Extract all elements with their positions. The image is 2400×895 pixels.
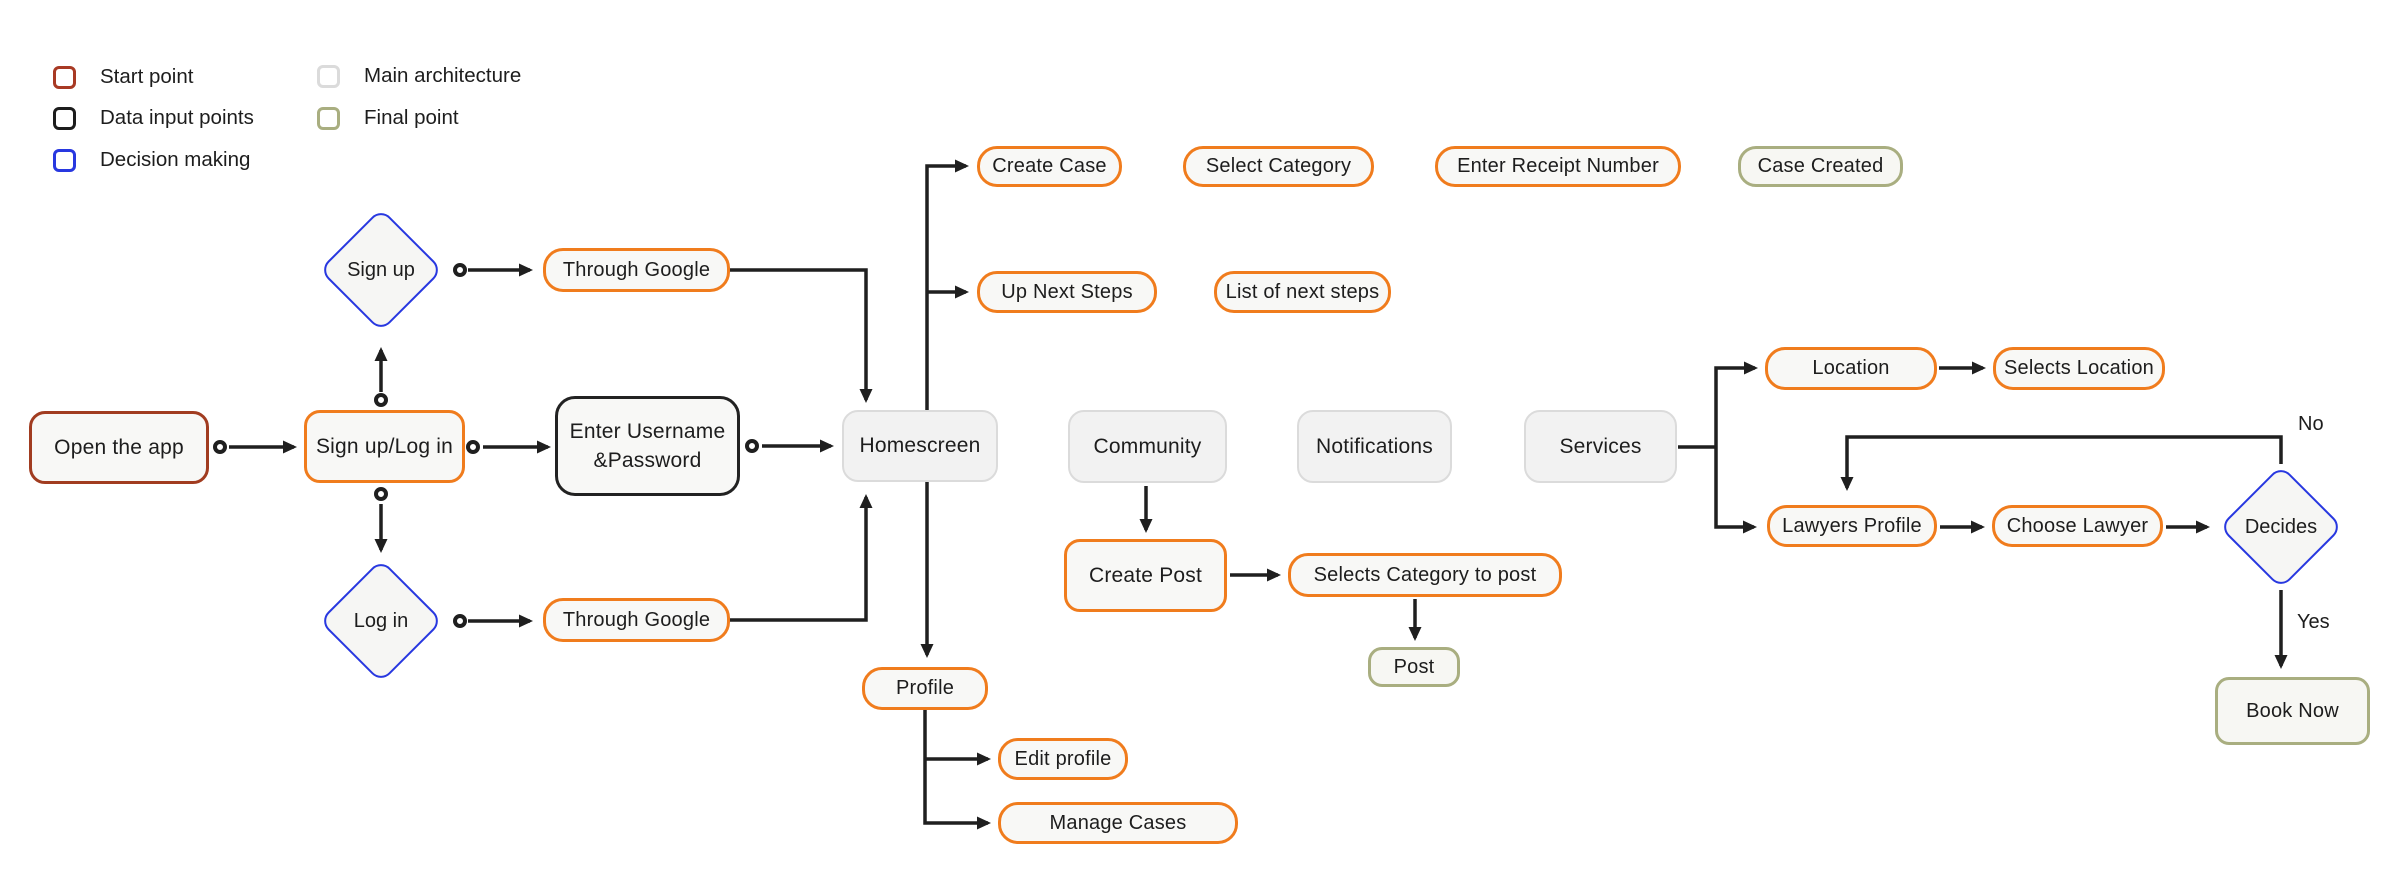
node-label-line1: Enter Username [569,419,726,443]
legend-item-final-point: Final point [317,106,459,130]
node-case-created: Case Created [1738,146,1903,187]
node-label: Through Google [562,608,711,631]
node-label: Choose Lawyer [2006,514,2149,537]
connector-dot [374,393,388,407]
node-label: Notifications [1316,434,1433,458]
node-selects-category-to-post: Selects Category to post [1288,553,1562,597]
node-label: Edit profile [1014,747,1112,770]
node-open-the-app: Open the app [29,411,209,484]
node-select-category: Select Category [1183,146,1374,187]
node-label: Homescreen [859,434,981,457]
node-post: Post [1368,647,1460,687]
final-point-swatch [317,106,340,130]
start-point-swatch [53,65,76,89]
node-list-of-next-steps: List of next steps [1214,271,1391,313]
edge-profile-to-managecases [923,710,991,830]
node-label: Up Next Steps [1001,280,1133,303]
connector-dot [213,440,227,454]
legend-label: Decision making [100,148,251,171]
connector-dot [466,440,480,454]
node-up-next-steps: Up Next Steps [977,271,1157,313]
node-through-google-signup: Through Google [543,248,730,292]
node-notifications: Notifications [1297,410,1452,483]
edge-decides-no-loop [1840,435,2283,491]
node-sign-up-decision: Sign up [319,208,443,332]
node-log-in-decision: Log in [319,559,443,683]
connector-dots [213,263,759,628]
edge-label-yes: Yes [2297,611,2330,633]
node-label: Select Category [1205,155,1352,177]
node-manage-cases: Manage Cases [998,802,1238,844]
node-label: List of next steps [1225,280,1380,303]
node-label: Decides [2244,515,2318,538]
node-label: Community [1093,434,1202,458]
node-label: Selects Location [2004,357,2154,379]
node-label: Lawyers Profile [1782,514,1922,537]
node-label: Enter Receipt Number [1457,155,1659,177]
connector-dot [453,614,467,628]
node-label: Sign up [347,258,415,281]
legend-label: Data input points [100,106,254,129]
legend-item-data-input: Data input points [53,106,254,130]
node-label: Profile [895,677,955,699]
node-label: Case Created [1757,155,1884,177]
edge-label-no: No [2298,413,2324,435]
edge-google-top-to-homescreen [730,268,873,403]
node-book-now: Book Now [2215,677,2370,745]
node-profile: Profile [862,667,988,710]
connector-dot [374,487,388,501]
node-location: Location [1765,347,1937,390]
edge-homescreen-to-createcase [925,159,969,410]
edge-services-to-location [1714,361,1758,447]
node-lawyers-profile: Lawyers Profile [1767,505,1937,547]
connector-dot [453,263,467,277]
node-label: Create Case [992,155,1107,177]
node-services: Services [1524,410,1677,483]
node-community: Community [1068,410,1227,483]
connector-dot [745,439,759,453]
node-decides-decision: Decides [2219,465,2343,589]
node-through-google-login: Through Google [543,598,730,642]
legend-label: Main architecture [364,64,522,87]
node-label: Open the app [54,435,184,459]
legend-item-decision-making: Decision making [53,148,250,172]
node-create-post: Create Post [1064,539,1227,612]
node-label: Manage Cases [1049,811,1187,834]
node-enter-username-password: Enter Username &Password [555,396,740,496]
legend-item-main-architecture: Main architecture [317,64,521,88]
node-enter-receipt-number: Enter Receipt Number [1435,146,1681,187]
legend-label: Start point [100,65,194,88]
edges [229,159,2288,830]
main-architecture-swatch [317,64,340,88]
node-homescreen: Homescreen [842,410,998,482]
node-label: Post [1393,655,1435,678]
node-selects-location: Selects Location [1993,347,2165,390]
node-label: Selects Category to post [1313,563,1537,586]
decision-making-swatch [53,148,76,172]
legend-item-start-point: Start point [53,65,193,89]
node-label: Book Now [2246,699,2339,722]
node-label: Location [1812,357,1890,379]
node-label: Through Google [562,258,711,281]
node-label: Create Post [1088,563,1203,587]
node-label: Sign up/Log in [315,434,454,458]
node-create-case: Create Case [977,146,1122,187]
data-input-swatch [53,106,76,130]
edge-services-to-lawyers [1714,447,1757,534]
edge-google-bottom-to-homescreen [730,494,873,622]
legend-label: Final point [364,106,459,129]
node-label: Log in [353,609,409,632]
node-label-line2: &Password [593,449,702,472]
node-edit-profile: Edit profile [998,738,1128,780]
node-choose-lawyer: Choose Lawyer [1992,505,2163,547]
node-signup-login: Sign up/Log in [304,410,465,483]
node-label: Services [1559,434,1642,458]
